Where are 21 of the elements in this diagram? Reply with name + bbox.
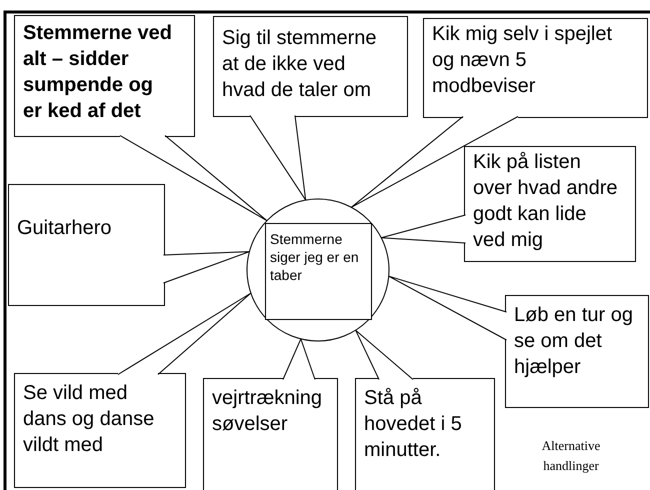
circle-shape [246, 198, 390, 342]
callout-box: Guitarhero [8, 184, 165, 306]
callout-tail [380, 214, 466, 244]
callout-box: Kik på listen over hvad andre godt kan lide ved mig [464, 146, 636, 262]
callout-tail [118, 292, 252, 375]
callout-tail [388, 276, 507, 340]
callout-tail [163, 251, 250, 284]
callout-box: Stå på hovedet i 5 minutter. [355, 378, 495, 490]
callout-box: Se vild med dans og danse vildt med [14, 373, 186, 488]
callout-tail [120, 135, 268, 222]
callout-box: Sig til stemmerne at de ikke ved hvad de taler om [213, 16, 408, 117]
callout-tail [250, 115, 306, 201]
callout-box: Stemmerne ved alt – sidder sumpende og er ked af det [14, 15, 195, 137]
callout-tail [282, 338, 316, 380]
callout-tail [355, 330, 414, 380]
callout-box: Kik mig selv i spejlet og nævn 5 modbeviser [423, 18, 648, 118]
callout-box: vejrtrækning søvelser [203, 378, 338, 490]
thought-box: Stemmerne siger jeg er en taber [265, 223, 372, 320]
slide-footer-text: Alternative handlinger [540, 437, 602, 475]
callout-tail [350, 116, 518, 208]
callout-box: Løb en tur og se om det hjælper [505, 295, 649, 408]
